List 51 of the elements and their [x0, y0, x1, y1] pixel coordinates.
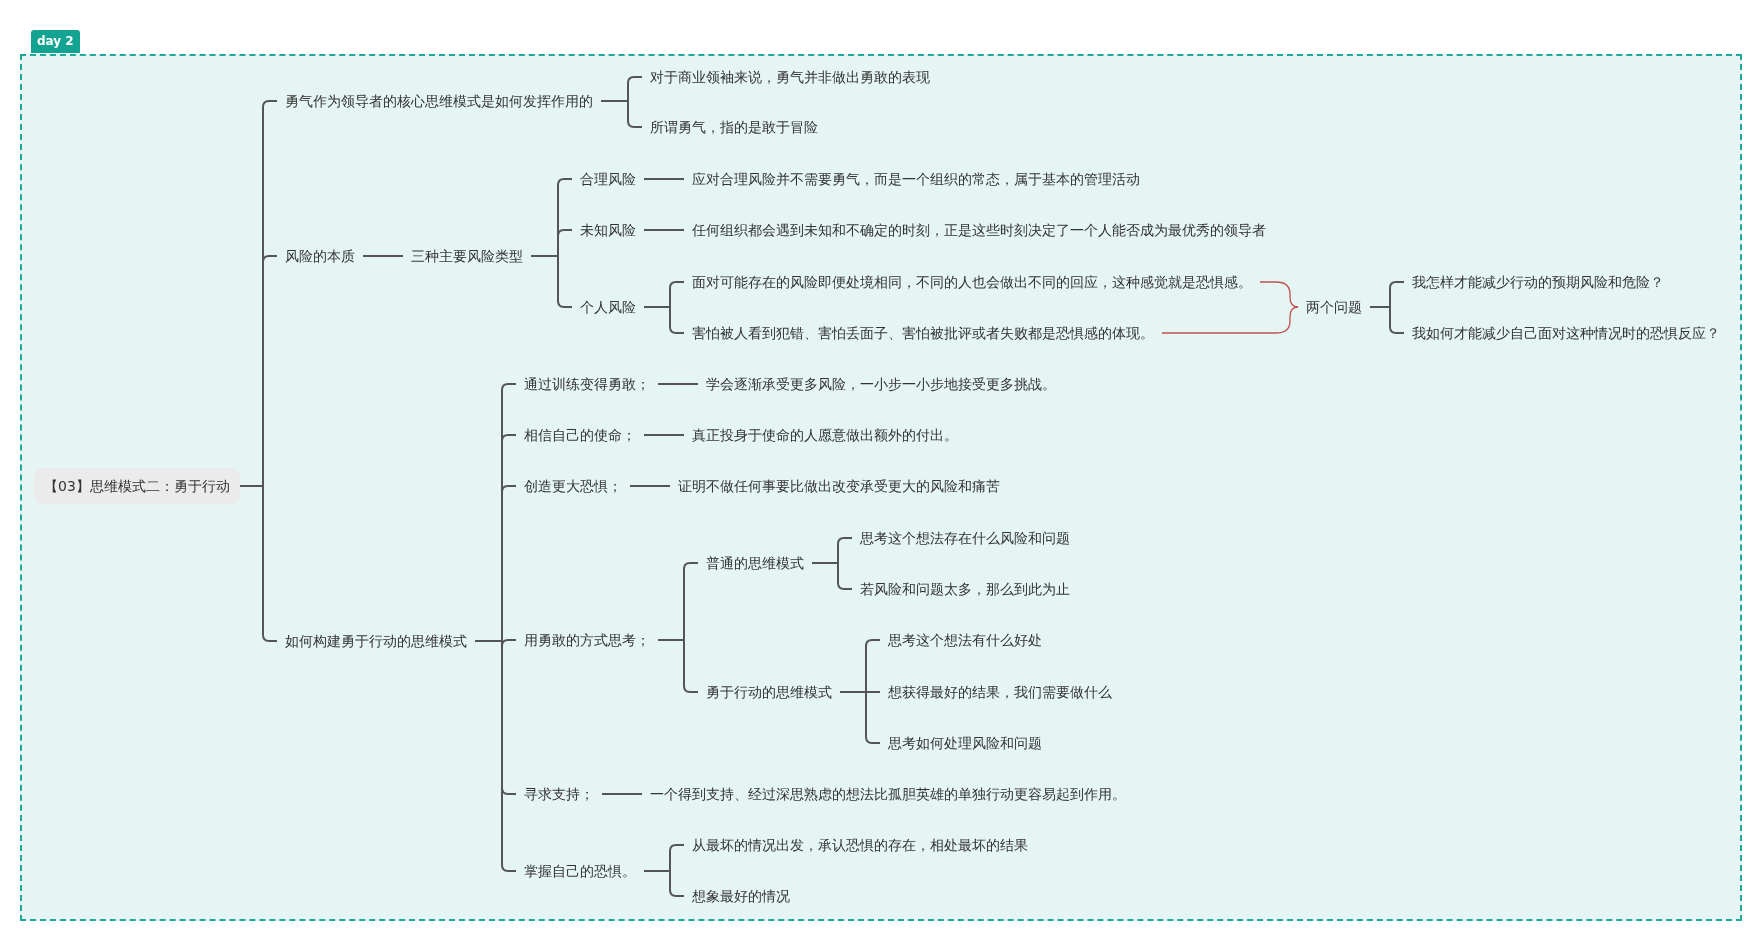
group-tag: day 2 [31, 30, 80, 53]
connector-line [629, 485, 671, 487]
topic-text: 普通的思维模式 [698, 551, 812, 575]
topic-text: 一个得到支持、经过深思熟虑的想法比孤胆英雄的单独行动更容易起到作用。 [642, 782, 1134, 806]
topic-text: 我怎样才能减少行动的预期风险和危险？ [1404, 270, 1672, 294]
topic-text: 想获得最好的结果，我们需要做什么 [880, 680, 1120, 704]
topic-text: 两个问题 [1298, 295, 1370, 319]
topic-text: 未知风险 [572, 218, 644, 242]
topic-text: 证明不做任何事要比做出改变承受更大的风险和痛苦 [670, 474, 1008, 498]
topic-text: 学会逐渐承受更多风险，一小步一小步地接受更多挑战。 [698, 372, 1064, 396]
topic-text: 所谓勇气，指的是敢于冒险 [642, 115, 826, 139]
topic-text: 思考这个想法有什么好处 [880, 628, 1050, 652]
topic-text: 对于商业领袖来说，勇气并非做出勇敢的表现 [642, 65, 938, 89]
connector-line [811, 562, 853, 590]
topic-text: 若风险和问题太多，那么到此为止 [852, 577, 1078, 601]
topic-text: 创造更大恐惧； [516, 474, 630, 498]
connector-line [643, 178, 685, 180]
topic-text: 用勇敢的方式思考； [516, 628, 658, 652]
connector-line [657, 383, 699, 385]
topic-text: 掌握自己的恐惧。 [516, 859, 644, 883]
topic-text: 从最坏的情况出发，承认恐惧的存在，相处最坏的结果 [684, 833, 1036, 857]
topic-text: 应对合理风险并不需要勇气，而是一个组织的常态，属于基本的管理活动 [684, 167, 1148, 191]
topic-text: 害怕被人看到犯错、害怕丢面子、害怕被批评或者失败都是恐惧感的体现。 [684, 321, 1162, 345]
connector-line [600, 100, 643, 128]
topic-text: 想象最好的情况 [684, 884, 798, 908]
topic-text: 思考这个想法存在什么风险和问题 [852, 526, 1078, 550]
topic-text: 个人风险 [572, 295, 644, 319]
topic-text: 真正投身于使命的人愿意做出额外的付出。 [684, 423, 966, 447]
topic-text: 如何构建勇于行动的思维模式 [277, 629, 475, 653]
topic-text: 面对可能存在的风险即便处境相同，不同的人也会做出不同的回应，这种感觉就是恐惧感。 [684, 270, 1260, 294]
summary-brace [1161, 306, 1299, 334]
connector-line [643, 229, 685, 231]
connector-line [601, 793, 643, 795]
topic-text: 寻求支持； [516, 782, 602, 806]
topic-text: 任何组织都会遇到未知和不确定的时刻，正是这些时刻决定了一个人能否成为最优秀的领导者 [684, 218, 1274, 242]
connector-line [238, 485, 278, 642]
topic-text: 相信自己的使命； [516, 423, 644, 447]
connector-line [1369, 306, 1405, 334]
topic-text: 思考如何处理风险和问题 [880, 731, 1050, 755]
connector-line [643, 434, 685, 436]
topic-text: 风险的本质 [277, 244, 363, 268]
topic-text: 我如何才能减少自己面对这种情况时的恐惧反应？ [1404, 321, 1728, 345]
connector-line [362, 255, 404, 257]
topic-box: 【03】思维模式二：勇于行动 [34, 468, 240, 504]
connector-line [643, 306, 685, 334]
summary-brace [1259, 281, 1299, 308]
topic-text: 三种主要风险类型 [403, 244, 531, 268]
topic-text: 通过训练变得勇敢； [516, 372, 658, 396]
topic-text: 合理风险 [572, 167, 644, 191]
topic-text: 勇气作为领导者的核心思维模式是如何发挥作用的 [277, 89, 601, 113]
topic-text: 勇于行动的思维模式 [698, 680, 840, 704]
